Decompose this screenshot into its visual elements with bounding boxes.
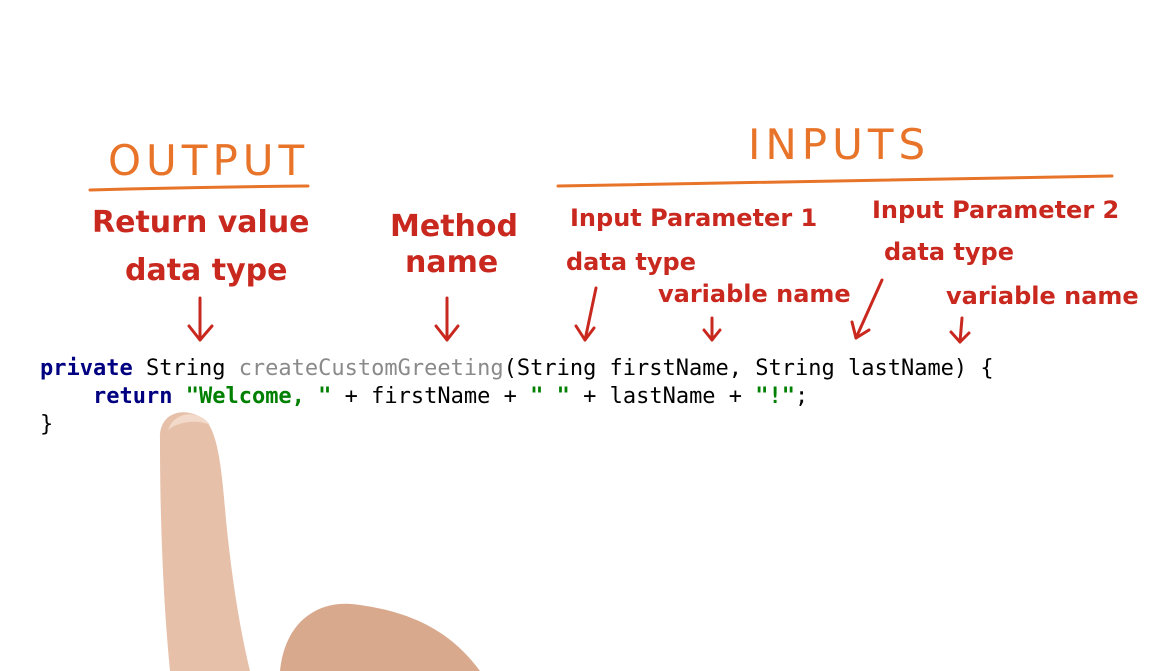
param2-title-label: Input Parameter 2 bbox=[872, 196, 1120, 224]
concat-last-name: + lastName + bbox=[569, 384, 756, 409]
modifier-keyword: private bbox=[40, 356, 133, 381]
code-line-3: } bbox=[40, 412, 54, 437]
return-keyword: return bbox=[92, 384, 173, 409]
method-name-label: name bbox=[405, 245, 499, 280]
inputs-underline bbox=[556, 174, 1114, 188]
param1-type-label: data type bbox=[566, 248, 696, 276]
param2-type-label: data type bbox=[884, 238, 1014, 266]
string-space: " " bbox=[530, 384, 570, 409]
pointing-hand-image bbox=[159, 412, 480, 671]
return-value-label: Return value bbox=[92, 205, 310, 240]
code-block: private String createCustomGreeting(Stri… bbox=[40, 355, 994, 439]
indent bbox=[40, 384, 93, 409]
method-name: createCustomGreeting bbox=[238, 356, 504, 381]
semicolon: ; bbox=[795, 384, 809, 409]
code-line-1: private String createCustomGreeting(Stri… bbox=[40, 355, 994, 383]
return-type: String bbox=[132, 356, 239, 381]
arrow-param2-type bbox=[850, 278, 884, 340]
inputs-heading: INPUTS bbox=[748, 120, 931, 169]
arrow-param1-var bbox=[702, 316, 722, 342]
output-underline bbox=[88, 184, 310, 192]
return-type-label: data type bbox=[125, 253, 288, 288]
output-heading: OUTPUT bbox=[108, 136, 310, 185]
parameter-list: (String firstName, String lastName) { bbox=[503, 356, 994, 381]
arrow-method-name bbox=[434, 296, 460, 342]
arrow-return-type bbox=[187, 296, 214, 342]
param1-title-label: Input Parameter 1 bbox=[570, 204, 818, 232]
code-line-2: return "Welcome, " + firstName + " " + l… bbox=[40, 383, 994, 411]
string-welcome: "Welcome, " bbox=[185, 384, 332, 409]
space bbox=[172, 384, 185, 409]
method-label: Method bbox=[390, 209, 518, 244]
param2-var-label: variable name bbox=[946, 282, 1139, 310]
arrow-param2-var bbox=[949, 316, 971, 344]
concat-first-name: + firstName + bbox=[331, 384, 531, 409]
string-exclamation: "!" bbox=[755, 384, 796, 409]
arrow-param1-type bbox=[574, 286, 598, 342]
param1-var-label: variable name bbox=[658, 280, 851, 308]
